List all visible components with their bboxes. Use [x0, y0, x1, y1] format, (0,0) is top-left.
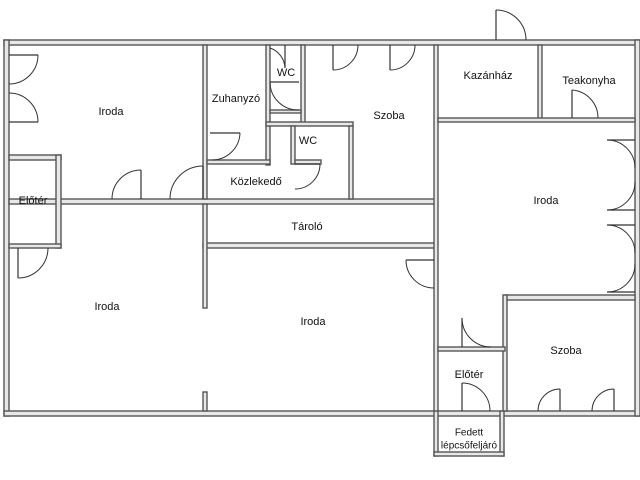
room-label-kazanhaz: Kazánház [464, 70, 513, 82]
door-eloter-bottom-2 [461, 382, 491, 412]
room-label-stair-line2: lépcsőfeljáró [441, 441, 498, 452]
door-right-1 [606, 139, 636, 169]
room-label-wc-lower: WC [299, 135, 317, 147]
door-teakonyha [571, 89, 599, 119]
room-label-szoba-bottom: Szoba [550, 345, 582, 357]
door-top-external [495, 9, 527, 41]
doors [8, 9, 636, 412]
door-eloter-bottom-1 [461, 317, 492, 348]
room-label-tarolo: Tároló [291, 221, 322, 233]
door-left-1 [8, 54, 39, 85]
room-label-zuhanyzo: Zuhanyzó [212, 93, 260, 105]
room-label-iroda-bottom-left: Iroda [94, 301, 120, 313]
door-wc-lower [294, 163, 321, 190]
door-iroda-bottom-1 [111, 169, 142, 200]
interior-walls [8, 44, 636, 412]
room-label-iroda-bottom-mid: Iroda [300, 316, 326, 328]
room-labels: Iroda Zuhanyzó WC Szoba Kazánház Teakony… [19, 67, 617, 452]
room-label-kozlekedo: Közlekedő [230, 176, 281, 188]
room-label-iroda-top-left: Iroda [98, 106, 124, 118]
room-label-eloter-bottom: Előtér [455, 369, 484, 381]
room-label-teakonyha: Teakonyha [562, 75, 616, 87]
door-zuhanyzo [210, 132, 241, 161]
door-szoba-1 [332, 44, 359, 71]
room-label-iroda-right: Iroda [533, 195, 559, 207]
door-wc-upper-top [269, 45, 286, 69]
room-label-eloter-left: Előtér [19, 195, 48, 207]
room-label-szoba-top: Szoba [373, 110, 405, 122]
door-wc-upper [269, 81, 300, 111]
door-left-2 [8, 92, 39, 123]
door-eloter-left [17, 247, 49, 279]
door-szoba-2 [389, 44, 416, 71]
door-right-4 [606, 263, 636, 293]
room-label-wc-upper: WC [277, 67, 295, 79]
door-right-3 [606, 224, 636, 254]
door-szoba-bottom-2 [591, 388, 615, 412]
door-right-2 [606, 181, 636, 211]
door-iroda-bottom-2 [169, 165, 204, 200]
room-label-stair-line1: Fedett [455, 428, 484, 439]
door-szoba-bottom-1 [537, 388, 561, 412]
door-iroda-mid [405, 259, 435, 289]
